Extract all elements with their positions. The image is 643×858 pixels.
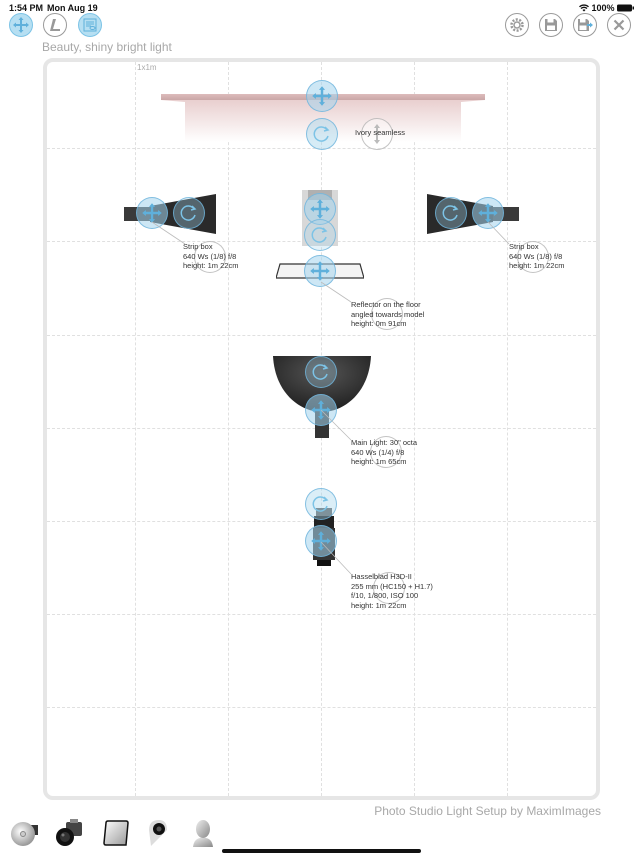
move-icon [142,203,162,223]
add-accessory-icon [149,820,167,846]
rotate-icon [312,364,329,380]
move-icon [310,261,330,281]
strip-right-label: Strip box 640 Ws (1/8) f/8 height: 1m 22… [509,242,565,270]
view-list-button[interactable] [78,13,102,37]
rotate-icon [180,205,197,221]
add-light-icon [11,822,38,846]
strip-right-rotate-handle[interactable] [435,197,467,229]
backdrop-height-handle[interactable] [361,118,393,150]
add-model-button[interactable] [188,818,218,848]
move-icon [312,86,332,106]
close-button[interactable] [607,13,631,37]
save-as-icon [578,19,593,31]
grid-line [47,335,596,336]
move-icon [13,17,29,33]
add-reflector-button[interactable] [101,818,131,848]
grid-line [228,62,229,796]
backdrop-rotate-handle[interactable] [306,118,338,150]
height-arrow-icon [374,124,380,144]
add-accessory-button[interactable] [145,818,175,848]
grid-line [47,614,596,615]
status-date: Mon Aug 19 [47,3,98,13]
reflector-move-handle[interactable] [304,255,336,287]
save-button[interactable] [539,13,563,37]
wifi-icon [579,4,589,12]
leader-lines [151,221,510,575]
add-model-icon [193,820,213,847]
add-camera-icon [56,819,82,846]
credit-text: Photo Studio Light Setup by MaximImages [374,804,601,818]
main-light-height-handle[interactable] [370,436,402,468]
save-icon [545,19,557,31]
strip-right-move-handle[interactable] [472,197,504,229]
move-icon [478,203,498,223]
add-reflector-icon [103,820,129,846]
backdrop-move-handle[interactable] [306,80,338,112]
strip-left-height-handle[interactable] [194,241,226,273]
status-time: 1:54 PM [9,3,44,13]
strip-left-label: Strip box 640 Ws (1/8) f/8 height: 1m 22… [183,242,239,270]
move-icon [310,199,330,219]
camera-rotate-handle[interactable] [305,488,337,520]
rotate-icon [312,496,329,512]
studio-canvas[interactable]: 1x1m Ivory seamless Strip box 640 Ws (1/… [43,58,600,800]
hair-light-rotate-handle[interactable] [304,219,336,251]
save-as-button[interactable] [573,13,597,37]
grid-scale-label: 1x1m [137,63,157,72]
strip-left-rotate-handle[interactable] [173,197,205,229]
move-mode-button[interactable] [9,13,33,37]
setup-title[interactable]: Beauty, shiny bright light [42,40,172,54]
add-camera-button[interactable] [54,818,84,848]
strip-right-height-handle[interactable] [517,241,549,273]
strip-left-move-handle[interactable] [136,197,168,229]
add-light-button[interactable] [10,818,40,848]
camera-height-handle[interactable] [373,572,405,604]
home-indicator[interactable] [222,849,421,853]
close-icon [613,19,625,31]
rotate-icon [442,205,459,221]
settings-button[interactable] [505,13,529,37]
gear-icon [510,18,524,32]
main-light-label: Main Light: 30" octa 640 Ws (1/4) f/8 he… [351,438,418,466]
view-list-icon [83,18,97,32]
rotate-icon [313,126,330,142]
backdrop-label: Ivory seamless [355,128,406,137]
reflector-label: Reflector on the floor angled towards mo… [351,300,425,328]
status-wifi-battery: 100% [579,3,635,13]
rotate-icon [311,227,328,243]
battery-percent: 100% [591,3,615,13]
grid-line [135,62,136,796]
reflector-height-handle[interactable] [371,298,403,330]
grid-line [507,62,508,796]
edit-label-button[interactable] [43,13,67,37]
camera-label: Hasselblad H3D-II 255 mm (HC150 + H1.7) … [351,572,433,610]
edit-label-icon [50,19,60,31]
grid-line [414,62,415,796]
battery-icon [617,4,635,12]
main-light-rotate-handle[interactable] [305,356,337,388]
camera-move-handle[interactable] [305,525,337,557]
move-icon [311,531,331,551]
grid-line [47,707,596,708]
